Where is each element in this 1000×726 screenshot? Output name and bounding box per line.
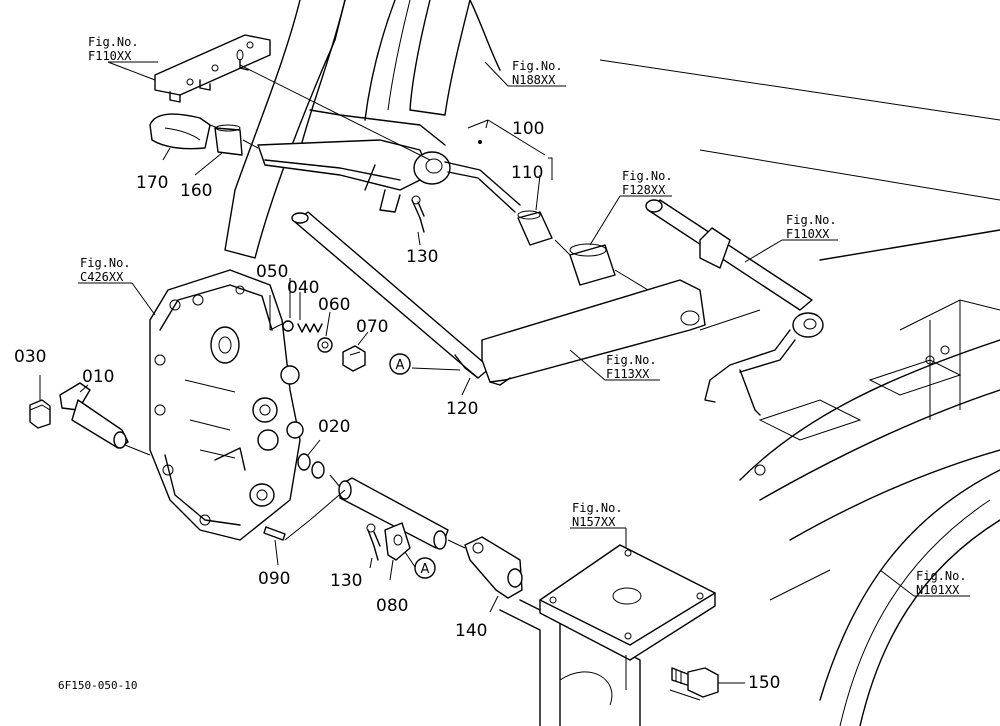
part-label-130-top: 130 (406, 247, 438, 267)
collar-160 (214, 127, 243, 156)
callout-a-lower: A (414, 557, 436, 579)
part-label-090: 090 (258, 569, 290, 589)
figure-ref-caption: Fig.No. (606, 353, 657, 367)
top-bracket (154, 34, 271, 103)
o-rings-020 (297, 453, 325, 479)
figure-ref-code: C426XX (80, 270, 124, 284)
part-label-050: 050 (256, 262, 288, 282)
key-030 (29, 399, 51, 429)
cotter-pin-130-top (411, 199, 425, 233)
plug-070 (342, 345, 366, 372)
figure-ref-caption: Fig.No. (786, 213, 837, 227)
fork-080 (384, 522, 411, 561)
callout-a-text: A (421, 562, 430, 577)
part-label-100: 100 (512, 119, 544, 139)
figure-ref-caption: Fig.No. (88, 35, 139, 49)
figure-reference-f110-right: Fig.No. F110XX (786, 213, 837, 241)
figure-reference-n188: Fig.No. N188XX (512, 59, 563, 87)
part-label-070: 070 (356, 317, 388, 337)
arm-140 (464, 536, 523, 599)
cotter-pin-130-bottom (367, 529, 381, 561)
drawing-number: 6F150-050-10 (58, 679, 137, 692)
callout-a-upper: A (389, 353, 411, 375)
part-label-160: 160 (180, 181, 212, 201)
figure-ref-code: F110XX (786, 227, 830, 241)
figure-ref-code: F128XX (622, 183, 666, 197)
part-label-170: 170 (136, 173, 168, 193)
figure-ref-code: N157XX (572, 515, 616, 529)
sleeve-110 (517, 211, 553, 246)
figure-ref-caption: Fig.No. (512, 59, 563, 73)
figure-reference-f110-top: Fig.No. F110XX (88, 35, 139, 63)
part-label-150: 150 (748, 673, 780, 693)
part-label-140: 140 (455, 621, 487, 641)
callout-a-text: A (396, 358, 405, 373)
figure-reference-c426: Fig.No. C426XX (80, 256, 131, 284)
part-label-120: 120 (446, 399, 478, 419)
figure-ref-caption: Fig.No. (80, 256, 131, 270)
pin-090 (263, 526, 286, 541)
part-numbers: 100 110 130 170 160 050 040 060 070 120 … (14, 119, 780, 693)
part-label-010: 010 (82, 367, 114, 387)
washer-060 (317, 337, 333, 353)
part-group-bracket-100 (467, 119, 553, 180)
figure-reference-f113: Fig.No. F113XX (606, 353, 657, 381)
bolt-150 (671, 667, 719, 698)
cab-frame-structure (224, 0, 1000, 726)
assembly-lines (124, 64, 761, 690)
part-label-030: 030 (14, 347, 46, 367)
transmission-case (149, 269, 304, 541)
figure-ref-caption: Fig.No. (572, 501, 623, 515)
figure-reference-n101: Fig.No. N101XX (916, 569, 967, 597)
figure-ref-caption: Fig.No. (916, 569, 967, 583)
spring-040 (297, 323, 323, 333)
figure-reference-f128: Fig.No. F128XX (622, 169, 673, 197)
ball-050 (282, 320, 294, 332)
figure-reference-n157: Fig.No. N157XX (572, 501, 623, 529)
part-label-130-bottom: 130 (330, 571, 362, 591)
detent-parts (282, 320, 366, 372)
lower-shaft-assembly (338, 477, 523, 599)
part-label-080: 080 (376, 596, 408, 616)
part-label-020: 020 (318, 417, 350, 437)
upper-lever-assembly (149, 109, 553, 246)
figure-ref-code: F113XX (606, 367, 650, 381)
figure-ref-caption: Fig.No. (622, 169, 673, 183)
lever-f113 (481, 279, 706, 386)
fork-shaft-010 (29, 382, 129, 449)
figure-ref-code: F110XX (88, 49, 132, 63)
sleeve-f128 (569, 243, 616, 286)
shaft-f110-right (645, 199, 824, 416)
figure-ref-code: N188XX (512, 73, 556, 87)
figure-ref-code: N101XX (916, 583, 960, 597)
part-label-110: 110 (511, 163, 543, 183)
part-label-040: 040 (287, 278, 319, 298)
part-label-060: 060 (318, 295, 350, 315)
leader-lines (39, 61, 970, 684)
plate-n157 (539, 544, 716, 661)
